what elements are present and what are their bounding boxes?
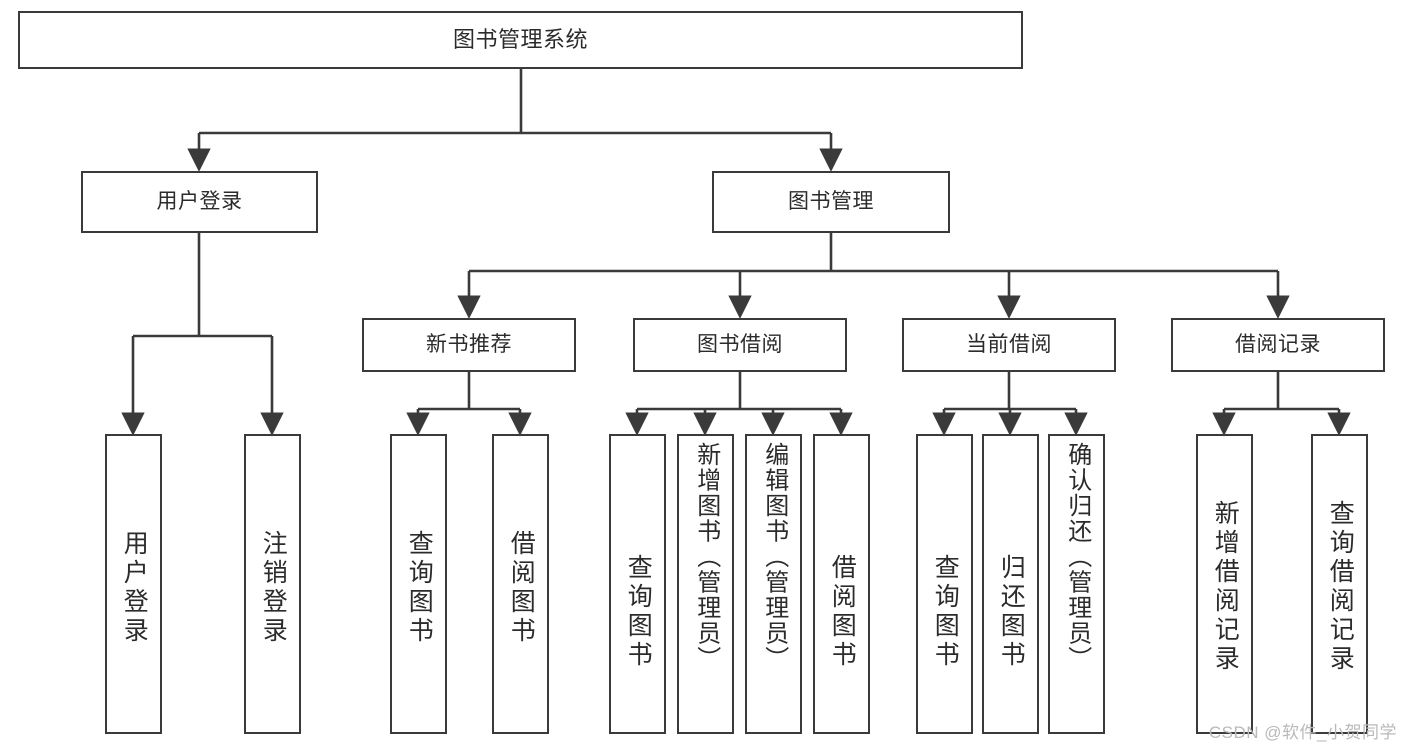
node-current-borrow[interactable]: 当前借阅 bbox=[902, 318, 1116, 372]
leaf-book-borrow-query-label: 查询图书 bbox=[624, 554, 653, 670]
leaf-user-login-login-label: 用户登录 bbox=[120, 530, 149, 646]
node-user-login[interactable]: 用户登录 bbox=[81, 171, 318, 233]
leaf-new-book-query[interactable]: 查询图书 bbox=[390, 434, 447, 734]
leaf-current-borrow-query[interactable]: 查询图书 bbox=[916, 434, 973, 734]
leaf-user-login-logout-label: 注销登录 bbox=[259, 530, 288, 646]
leaf-borrow-records-query[interactable]: 查询借阅记录 bbox=[1311, 434, 1368, 734]
leaf-new-book-query-label: 查询图书 bbox=[405, 530, 434, 646]
node-book-borrow-label: 图书借阅 bbox=[697, 333, 783, 357]
leaf-user-login-logout[interactable]: 注销登录 bbox=[244, 434, 301, 734]
leaf-current-borrow-confirm-return[interactable]: 确认归还（管理员） bbox=[1048, 434, 1105, 734]
leaf-book-borrow-edit[interactable]: 编辑图书（管理员） bbox=[745, 434, 802, 734]
node-borrow-records[interactable]: 借阅记录 bbox=[1171, 318, 1385, 372]
leaf-user-login-login[interactable]: 用户登录 bbox=[105, 434, 162, 734]
leaf-new-book-borrow[interactable]: 借阅图书 bbox=[492, 434, 549, 734]
node-new-book-recommend[interactable]: 新书推荐 bbox=[362, 318, 576, 372]
leaf-book-borrow-add[interactable]: 新增图书（管理员） bbox=[677, 434, 734, 734]
leaf-book-borrow-query[interactable]: 查询图书 bbox=[609, 434, 666, 734]
node-root-book-management-system[interactable]: 图书管理系统 bbox=[18, 11, 1023, 69]
leaf-book-borrow-borrow[interactable]: 借阅图书 bbox=[813, 434, 870, 734]
leaf-current-borrow-return-label: 归还图书 bbox=[997, 554, 1026, 670]
leaf-book-borrow-add-label: 新增图书（管理员） bbox=[692, 442, 720, 672]
leaf-new-book-borrow-label: 借阅图书 bbox=[507, 530, 536, 646]
node-root-label: 图书管理系统 bbox=[452, 26, 588, 52]
node-book-management-label: 图书管理 bbox=[788, 190, 874, 214]
leaf-book-borrow-edit-label: 编辑图书（管理员） bbox=[760, 442, 788, 672]
leaf-book-borrow-borrow-label: 借阅图书 bbox=[828, 554, 857, 670]
leaf-borrow-records-add-label: 新增借阅记录 bbox=[1211, 500, 1240, 674]
leaf-current-borrow-confirm-return-label: 确认归还（管理员） bbox=[1063, 442, 1091, 672]
leaf-borrow-records-add[interactable]: 新增借阅记录 bbox=[1196, 434, 1253, 734]
node-user-login-label: 用户登录 bbox=[156, 190, 243, 214]
leaf-current-borrow-return[interactable]: 归还图书 bbox=[982, 434, 1039, 734]
leaf-borrow-records-query-label: 查询借阅记录 bbox=[1326, 500, 1355, 674]
node-current-borrow-label: 当前借阅 bbox=[966, 333, 1052, 357]
node-book-borrow[interactable]: 图书借阅 bbox=[633, 318, 847, 372]
leaf-current-borrow-query-label: 查询图书 bbox=[931, 554, 960, 670]
node-new-book-recommend-label: 新书推荐 bbox=[426, 333, 512, 357]
node-book-management[interactable]: 图书管理 bbox=[712, 171, 950, 233]
watermark-text: CSDN @软件_小贺同学 bbox=[1208, 723, 1397, 742]
node-borrow-records-label: 借阅记录 bbox=[1235, 333, 1321, 357]
